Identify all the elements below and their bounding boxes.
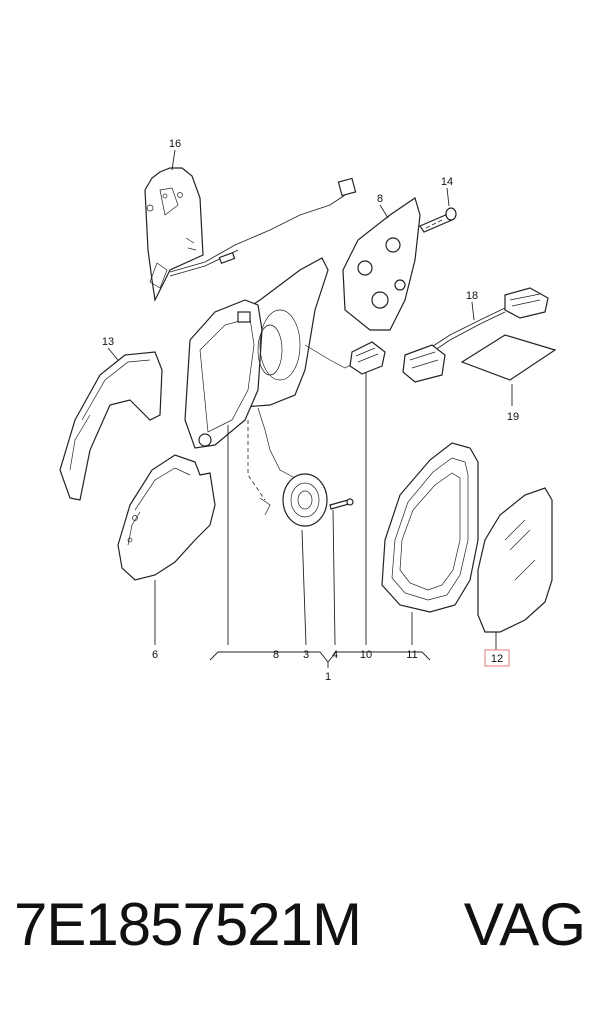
part-3-motor <box>257 407 328 527</box>
part-11-frame <box>381 442 479 613</box>
callout-19: 19 <box>507 411 519 423</box>
exploded-parts-diagram: 16 8 14 10 <box>59 138 557 683</box>
callout-14: 14 <box>441 176 453 188</box>
callout-8-top: 8 <box>377 193 383 205</box>
part-6-lower-cover <box>117 454 216 581</box>
part-16-circuit-board <box>144 167 357 302</box>
callout-13: 13 <box>102 336 114 348</box>
callout-12-highlight <box>484 649 510 667</box>
part-8-heating-pad <box>342 197 421 331</box>
callout-16: 16 <box>169 138 181 150</box>
part-mirror-housing <box>184 257 353 449</box>
part-19-adhesive-pad <box>460 334 557 381</box>
callout-11: 11 <box>406 649 417 661</box>
callout-18: 18 <box>466 290 478 302</box>
part-10-connector <box>349 341 386 375</box>
assembly-1-bracket <box>209 651 431 663</box>
part-number: 7E1857521M <box>14 891 362 958</box>
callout-3: 3 <box>303 649 309 661</box>
callout-1: 1 <box>325 671 331 683</box>
footer: 7E1857521M VAG <box>0 890 600 980</box>
brand-name: VAG <box>463 891 586 958</box>
callout-6: 6 <box>152 649 158 661</box>
callout-12: 12 <box>491 653 503 665</box>
part-4-small-screw <box>329 498 354 510</box>
part-14-screw <box>419 207 457 233</box>
callout-10: 10 <box>360 649 372 661</box>
callout-8-bottom: 8 <box>273 649 279 661</box>
part-13-cover-cap <box>59 351 163 501</box>
part-12-mirror-glass <box>477 487 553 633</box>
callout-4: 4 <box>332 649 338 661</box>
part-18-cable-harness <box>402 287 549 383</box>
